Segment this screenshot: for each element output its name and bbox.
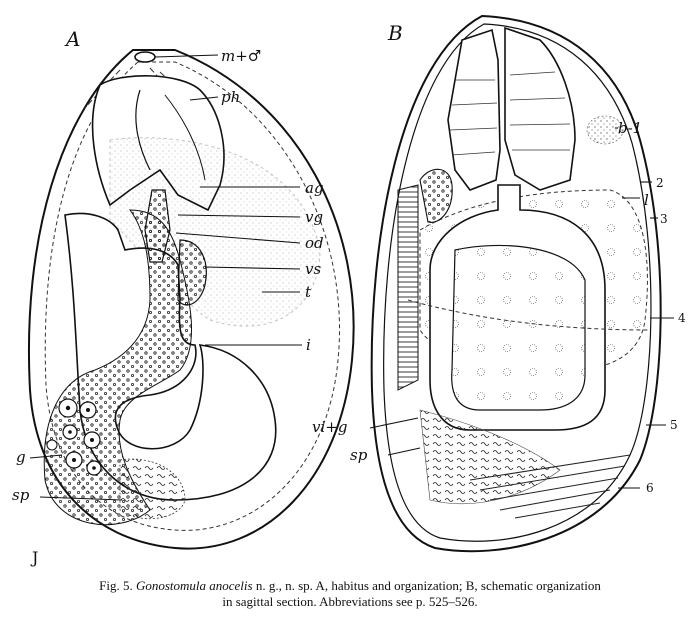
copulatory-organ-a [144,189,171,263]
panel-b-letter: B [387,21,403,45]
label-ph: ph [221,88,240,106]
sperm-mass-a [119,458,186,520]
figure-caption: Fig. 5. Gonostomula anocelis n. g., n. s… [14,578,686,610]
copulatory-b [419,168,453,223]
label-ag: ag [305,179,324,197]
leaders-a [29,54,302,501]
muscle-band-b [397,184,419,391]
label-g: g [16,448,26,466]
seminal-vesicle-a [177,239,207,306]
caption-line-1: Fig. 5. Gonostomula anocelis n. g., n. s… [14,578,686,594]
mouth-gonopore [134,51,156,63]
body-outline-b [370,14,662,553]
caption-line-2: in sagittal section. Abbreviations see p… [222,594,478,609]
label-2: 2 [656,176,664,190]
label-sp-b: sp [350,446,368,464]
label-5: 5 [670,418,678,432]
label-6: 6 [646,481,654,495]
label-t: t [305,283,312,301]
panel-a: A [12,27,355,550]
ovary-cluster-a [46,398,102,476]
corner-mark: J [32,548,39,567]
brain-b [586,115,624,145]
label-m-gonopore: m+♂ [221,47,261,65]
pharynx-b-lines [449,71,571,156]
inner-dashed-outline-a [44,61,340,531]
panel-a-letter: A [64,27,80,51]
label-od: od [305,234,324,252]
caption-prefix: Fig. 5. [99,578,133,593]
label-i: i [306,336,311,354]
label-vi-g: vi+g [312,418,347,436]
pharynx-b [447,28,501,191]
label-l: l [644,191,649,209]
posterior-fibres-b [469,454,631,519]
body-outline-a [27,49,355,550]
label-4: 4 [678,311,686,325]
caption-species: Gonostomula anocelis [135,578,253,593]
sperm-b [419,409,561,505]
label-vs: vs [305,260,321,278]
leaders-b [369,127,674,489]
caption-rest: n. g., n. sp. A, habitus and organizatio… [255,578,601,593]
epidermis-b [383,23,652,542]
label-vg: vg [305,208,323,226]
panel-b: B [312,14,686,553]
label-b1: b-1 [618,119,642,137]
label-sp-a: sp [12,486,30,504]
label-3: 3 [660,212,668,226]
